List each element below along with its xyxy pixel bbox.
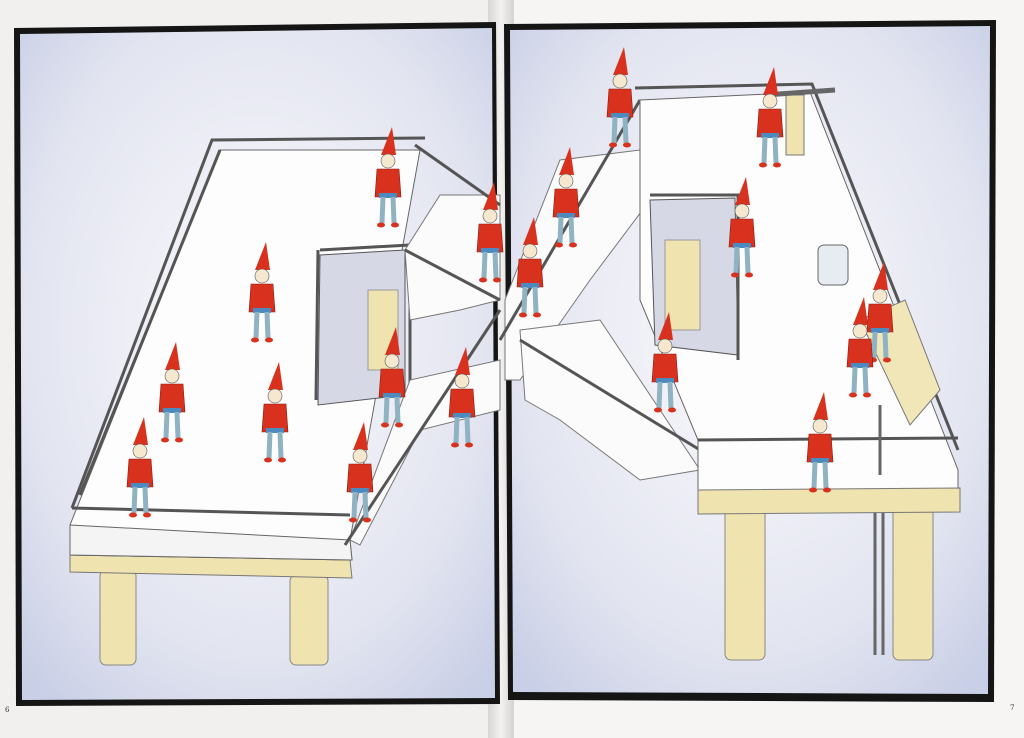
left-platform xyxy=(69,136,426,666)
gnome xyxy=(378,327,406,428)
gnome xyxy=(248,242,276,343)
gnome xyxy=(261,362,289,463)
gnome xyxy=(866,262,894,363)
page-number-left: 6 xyxy=(5,706,10,714)
gnome xyxy=(158,342,186,443)
gnome xyxy=(448,347,476,448)
page-number-right: 7 xyxy=(1010,704,1015,712)
gnome xyxy=(756,67,784,168)
gnome xyxy=(516,217,544,318)
gnome xyxy=(806,392,834,493)
gnome xyxy=(126,417,154,518)
gnome xyxy=(552,147,580,248)
gnome xyxy=(651,312,679,413)
gnome xyxy=(476,182,504,283)
gnome xyxy=(606,47,634,148)
right-platform xyxy=(634,82,961,661)
gnome-group xyxy=(126,47,894,523)
gnome xyxy=(846,297,874,398)
gnome xyxy=(346,422,374,523)
gnome xyxy=(374,127,402,228)
gnome xyxy=(728,177,756,278)
